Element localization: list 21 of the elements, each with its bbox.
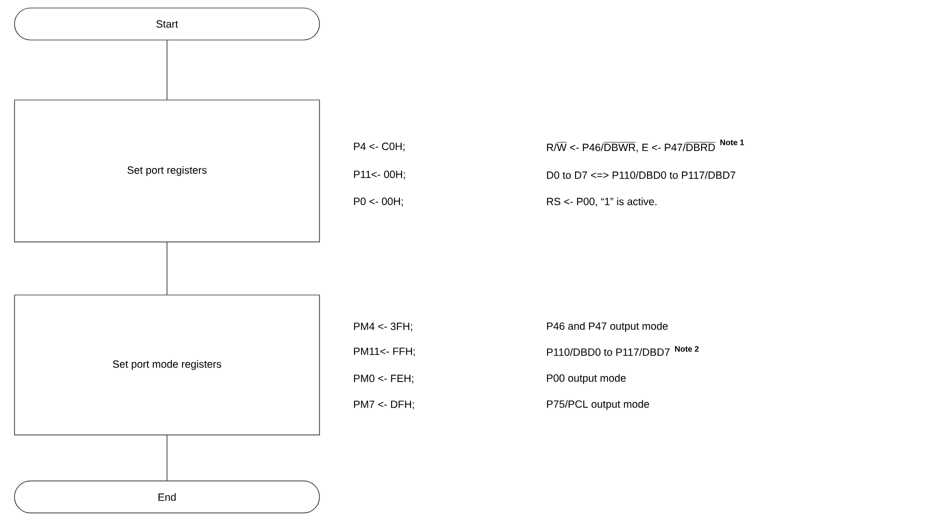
connector-line	[166, 40, 168, 100]
note-reference: Note 2	[675, 346, 699, 352]
register-note: P00 output mode	[547, 374, 626, 384]
process-box: Set port registers	[14, 100, 320, 242]
register-assignment: PM11<- FFH;	[354, 348, 415, 356]
register-note: P75/PCL output mode	[547, 400, 650, 410]
connector-line	[166, 434, 168, 481]
register-assignment: P4 <- C0H;	[354, 142, 404, 152]
register-assignment: PM0 <- FEH;	[354, 374, 414, 384]
register-note: P46 and P47 output mode	[547, 322, 668, 332]
note-reference: Note 1	[720, 140, 744, 146]
connector-line	[166, 242, 168, 295]
register-assignment: P11<- 00H;	[354, 170, 405, 180]
register-note: D0 to D7 <=> P110/DBD0 to P117/DBD7	[547, 171, 736, 179]
register-assignment: PM7 <- DFH;	[354, 400, 414, 410]
register-note: RS <- P00, “1” is active.	[547, 198, 656, 206]
register-assignment: PM4 <- 3FH;	[354, 322, 412, 332]
process-box: Set port mode registers	[14, 294, 320, 436]
register-note: P110/DBD0 to P117/DBD7	[547, 348, 670, 356]
register-assignment: P0 <- 00H;	[354, 198, 403, 206]
register-note: $\text{R/}\overline{\text{W}}\text{ <- P46/}\overline{\text{DBWR}}\text{, E <- P47/}\overline{\text{DBRD}}$	[547, 142, 716, 152]
